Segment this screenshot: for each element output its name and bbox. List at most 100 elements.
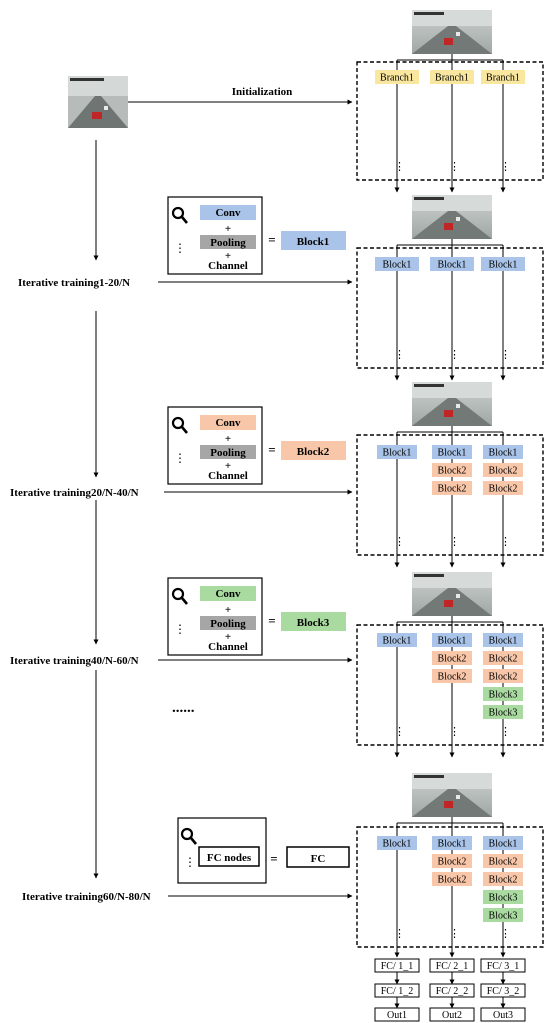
vdots: ⋮ [449,928,460,940]
panel5-col2-block1-label: Block1 [438,839,467,850]
right-column: Branch1 ⋮ Branch1 ⋮ Branch1 ⋮ Block1 ⋮ Block1 ⋮ Bl… [356,10,544,1022]
panel5-col1-block1-box [377,836,417,850]
fc-node-fc11-label: FC/ 1_1 [381,961,414,972]
panel4-col3-block2-label: Block2 [489,654,518,665]
panel4-col1-block1-label: Block1 [383,636,412,647]
panel1-col1-branch1-box [375,70,419,84]
panel-box-3 [356,434,544,556]
panel4-col3-block3-box [483,705,523,719]
vdots: ⋮ [184,855,196,869]
panel4-col3-block1-box [483,633,523,647]
fc-node-out1-box [374,1007,420,1022]
legend-block3: ⋮ Conv + Pooling + Channel = Block3 [167,577,346,656]
fc-node-fc31-label: FC/ 3_1 [487,961,520,972]
panel5-col3-block3-box [483,908,523,922]
vdots: ⋮ [449,161,460,173]
vdots: ⋮ [174,622,186,636]
pooling-label: Pooling [210,237,246,249]
panel3-col3-block1-label: Block1 [489,448,518,459]
search-icon [180,827,194,841]
panel3-col3-block2-label: Block2 [489,466,518,477]
fc-legend-label: FC [311,853,326,865]
panel2-col2-block1-label: Block1 [438,260,467,271]
plus-sign: + [225,433,231,445]
plus-sign: + [225,223,231,235]
panel5-col3-block1-box [483,836,523,850]
panel4-col3-block2-box [483,669,523,683]
stage4-label: Iterative training60/N-80/N [22,891,151,903]
vdots: ⋮ [500,349,511,361]
fc-node-out2-label: Out2 [442,1010,462,1021]
panel3-col2-block2-box [432,481,472,495]
vdots: ⋮ [174,241,186,255]
plus-sign: + [225,250,231,262]
conv-label: Conv [215,207,241,219]
conv-label: Conv [215,417,241,429]
panel1-col2-branch1-label: Branch1 [435,73,469,84]
fc-node-out1-label: Out1 [387,1010,407,1021]
panel3-col3-block1-box [483,445,523,459]
panel3-col2-block1-box [432,445,472,459]
block3-legend-label: Block3 [297,617,330,629]
panel5-col2-block1-box [432,836,472,850]
panel4-col3-block2-label: Block2 [489,672,518,683]
stage1-label: Iterative training1-20/N [18,277,130,289]
conv-box [200,586,256,601]
conv-label: Conv [215,588,241,600]
vdots: ⋮ [394,161,405,173]
panel3-col2-block1-label: Block1 [438,448,467,459]
initialization-label: Initialization [232,86,293,98]
panel1-col3-branch1-box [481,70,525,84]
panel1-col1-branch1-label: Branch1 [380,73,414,84]
panel-traffic-image-1 [412,10,492,54]
vdots: ⋮ [394,726,405,738]
panel4-col3-block3-label: Block3 [489,690,518,701]
panel5-col2-block2-box [432,854,472,868]
panel4-col3-block1-label: Block1 [489,636,518,647]
panel3-col3-block2-box [483,481,523,495]
stage2-label: Iterative training20/N-40/N [10,487,139,499]
vdots: ⋮ [394,928,405,940]
panel1-col3-branch1-label: Branch1 [486,73,520,84]
panel-box-5 [356,826,544,948]
panel-box-2 [356,247,544,369]
panel-traffic-image-5 [412,773,492,817]
vdots: ⋮ [500,161,511,173]
channel-label: Channel [208,260,248,272]
vdots: ⋮ [500,726,511,738]
panel4-col2-block2-label: Block2 [438,654,467,665]
plus-sign: + [225,604,231,616]
search-icon [171,206,185,220]
pooling-box [200,616,256,630]
block2-legend-label: Block2 [297,446,330,458]
panel-traffic-image-2 [412,195,492,239]
panel4-col2-block1-box [432,633,472,647]
equals-sign: = [268,442,275,457]
block2-legend-box [281,441,346,460]
panel5-col1-block1-label: Block1 [383,839,412,850]
block1-legend-box [281,231,346,250]
panel5-col3-block2-label: Block2 [489,875,518,886]
vdots: ⋮ [449,726,460,738]
panel5-col3-block3-label: Block3 [489,893,518,904]
plus-sign: + [225,460,231,472]
panel2-col3-block1-label: Block1 [489,260,518,271]
panel4-col2-block2-label: Block2 [438,672,467,683]
fc-legend-box [286,846,350,868]
panel5-col3-block3-box [483,890,523,904]
panel-box-4 [356,624,544,746]
pooling-box [200,445,256,459]
vdots: ⋮ [394,536,405,548]
panel-box-1 [356,61,544,181]
equals-sign: = [268,232,275,247]
panel3-col2-block2-box [432,463,472,477]
panel3-col3-block2-label: Block2 [489,484,518,495]
search-icon [171,416,185,430]
panel3-col1-block1-box [377,445,417,459]
pooling-label: Pooling [210,447,246,459]
ellipsis-dots: ...... [172,700,195,716]
fc-node-fc22-label: FC/ 2_2 [436,986,469,997]
panel4-col2-block2-box [432,651,472,665]
panel3-col3-block2-box [483,463,523,477]
panel4-col3-block3-label: Block3 [489,708,518,719]
